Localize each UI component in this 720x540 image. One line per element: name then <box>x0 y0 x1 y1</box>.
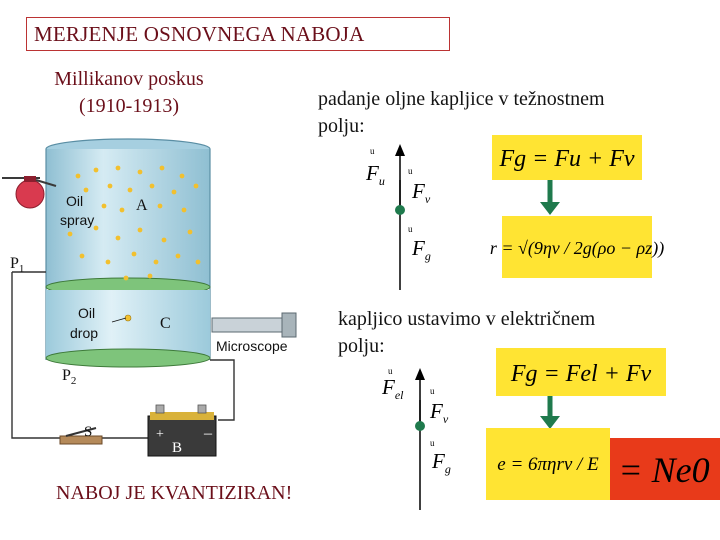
oil-drop-label-1: Oil <box>78 305 95 321</box>
gravity-text-line1: padanje oljne kapljice v težnostnem <box>318 88 605 110</box>
force-viscous-label: Fv <box>411 179 431 206</box>
svg-text:u: u <box>370 146 375 156</box>
arrow-up-icon <box>395 144 405 156</box>
lower-chamber <box>46 290 210 358</box>
arrow-down-icon <box>540 180 560 215</box>
quantized-result: = Ne0 <box>610 438 720 500</box>
droplet-dot <box>395 205 405 215</box>
charge-equation-text: e = 6πηrv / E <box>497 454 599 475</box>
electric-field-description: kapljico ustavimo v električnem polju: <box>338 306 595 360</box>
chamber-c-label: C <box>160 315 171 332</box>
conclusion: NABOJ JE KVANTIZIRAN! <box>56 482 293 504</box>
circuit-wires <box>11 271 235 439</box>
subtitle-line2: (1910-1913) <box>79 95 179 117</box>
radius-equation-text: r = √(9ηv / 2g(ρo − ρz)) <box>490 238 664 259</box>
arrow-up-icon <box>415 368 425 380</box>
gravity-balance-equation: Fg = Fu + Fv <box>492 135 642 180</box>
svg-text:u: u <box>430 438 435 448</box>
upper-chamber <box>46 149 210 287</box>
electric-balance-equation: Fg = Fel + Fv <box>496 348 666 396</box>
plate-p2 <box>45 348 211 368</box>
battery <box>147 404 217 457</box>
plate-p2-label: P2 <box>62 367 76 387</box>
oil-spray-atomizer <box>2 176 57 209</box>
oil-spray-label-1: Oil <box>66 193 83 209</box>
arrow-down-icon <box>540 396 560 429</box>
battery-label: B <box>172 440 182 456</box>
subtitle: Millikanov poskus (1910-1913) <box>14 66 244 120</box>
force-up-label: Fu <box>365 161 385 188</box>
force-gravity-label: Fg <box>411 236 431 263</box>
gravity-force-diagram: u Fu u Fv u Fg <box>365 144 431 290</box>
droplet-dot <box>415 421 425 431</box>
svg-text:u: u <box>388 366 393 376</box>
electric-balance-text: Fg = Fel + Fv <box>510 361 652 387</box>
svg-text:u: u <box>408 166 413 176</box>
subtitle-line1: Millikanov poskus <box>54 68 204 90</box>
millikan-apparatus-diagram: Oil spray A P1 Oil drop C Microscope P2 … <box>2 138 297 457</box>
chamber-a-label: A <box>136 197 148 214</box>
plate-p1-label: P1 <box>10 255 24 275</box>
battery-plus: + <box>156 427 164 442</box>
microscope-label: Microscope <box>216 338 288 354</box>
title-frame <box>26 17 450 51</box>
oil-spray-label-2: spray <box>60 212 94 228</box>
gravity-field-description: padanje oljne kapljice v težnostnem polj… <box>318 86 605 140</box>
svg-text:u: u <box>408 224 413 234</box>
force-gravity-label: Fg <box>431 449 451 476</box>
force-electric-label: Fel <box>381 375 404 402</box>
electric-text-line2: polju: <box>338 335 385 357</box>
oil-drop-label-2: drop <box>70 325 98 341</box>
microscope <box>211 312 297 338</box>
oil-particles <box>67 165 201 281</box>
switch <box>59 427 103 445</box>
electric-force-diagram: u Fel u Fv u Fg <box>381 366 451 510</box>
svg-text:u: u <box>430 386 435 396</box>
page-title: MERJENJE OSNOVNEGA NABOJA <box>34 22 365 46</box>
switch-label: S <box>84 424 92 440</box>
quantized-result-text: = Ne0 <box>618 450 709 490</box>
battery-minus: – <box>203 425 213 442</box>
charge-equation: e = 6πηrv / E <box>486 428 610 500</box>
gravity-text-line2: polju: <box>318 115 365 137</box>
electric-text-line1: kapljico ustavimo v električnem <box>338 308 596 330</box>
gravity-balance-text: Fg = Fu + Fv <box>498 146 634 172</box>
force-viscous-label: Fv <box>429 399 449 426</box>
radius-equation: r = √(9ηv / 2g(ρo − ρz)) <box>490 216 664 278</box>
